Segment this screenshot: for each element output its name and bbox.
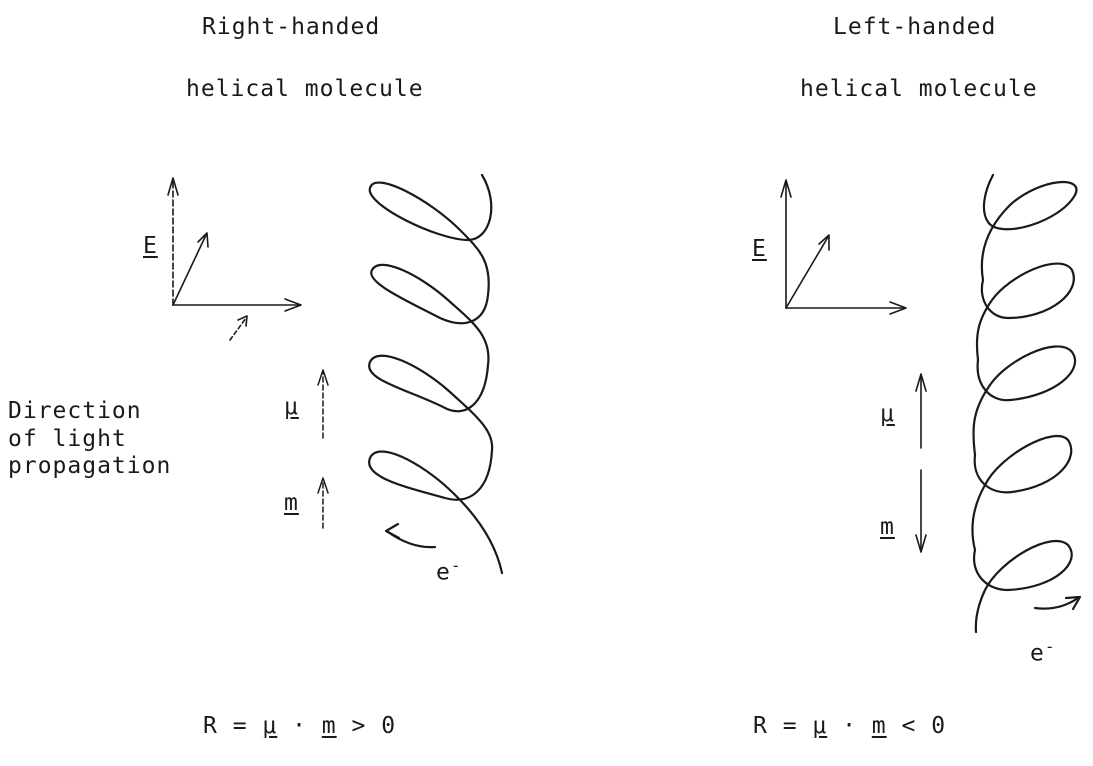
- left-formula-mu: μ: [262, 713, 278, 739]
- left-e-field-label: E: [143, 233, 158, 259]
- right-e-vertical-arrowhead: [780, 179, 792, 198]
- left-handed-helix-turn-3: [972, 345, 1077, 457]
- left-axes: [167, 177, 302, 341]
- left-m-arrowhead: [317, 477, 329, 494]
- left-formula-prefix: R =: [203, 713, 263, 739]
- right-handed-helix-turn-2: [370, 263, 490, 367]
- right-formula-dot: ·: [827, 713, 872, 739]
- left-e-vertical-arrowhead: [167, 177, 179, 196]
- right-moment-arrows: [915, 373, 927, 553]
- left-mu-label: μ: [284, 394, 299, 420]
- right-axes: [780, 179, 907, 315]
- left-propagation-arrow: [229, 317, 247, 341]
- left-electron-charge: -: [450, 556, 462, 575]
- left-title-line1: Right-handed: [202, 14, 381, 40]
- left-formula-m: m: [321, 713, 337, 739]
- left-electron-symbol: e: [436, 559, 451, 586]
- left-formula: R = μ · m > 0: [203, 713, 396, 739]
- direction-label-line3: propagation: [8, 453, 172, 479]
- direction-label-line2: of light: [8, 426, 127, 452]
- right-formula-prefix: R =: [753, 713, 813, 739]
- right-diagonal-arrowhead: [818, 234, 830, 251]
- right-electron-charge: -: [1044, 637, 1056, 656]
- right-e-field-label: E: [752, 236, 767, 262]
- left-handed-helix-turn-4: [971, 434, 1073, 552]
- right-handed-helix-turn-3: [368, 354, 494, 452]
- right-electron-arrow: [1033, 596, 1080, 610]
- left-electron-arrow: [386, 530, 437, 549]
- right-m-arrowhead: [915, 534, 927, 553]
- right-electron-symbol: e: [1030, 640, 1045, 667]
- direction-label-line1: Direction: [8, 398, 142, 424]
- left-diagonal-arrowhead: [197, 232, 209, 248]
- right-electron-arrowhead: [1064, 595, 1082, 611]
- right-horizontal-arrowhead: [889, 301, 907, 315]
- right-title-line1: Left-handed: [833, 14, 997, 40]
- right-electron-label: e-: [1030, 637, 1056, 667]
- left-m-label: m: [284, 490, 299, 516]
- left-diagonal-arrow: [172, 234, 207, 306]
- right-m-label: m: [880, 514, 895, 540]
- left-handed-helix-turn-5: [972, 539, 1073, 634]
- right-formula-mu: μ: [812, 713, 828, 739]
- right-formula-m: m: [871, 713, 887, 739]
- left-title-line2: helical molecule: [186, 76, 424, 102]
- left-handed-helix-turn-2: [975, 262, 1075, 362]
- right-handed-helix-turn-4: [368, 448, 504, 575]
- right-diagonal-arrow: [785, 236, 829, 309]
- left-handed-helix-turn-1: [980, 173, 1078, 282]
- right-mu-arrowhead: [915, 373, 927, 392]
- left-mu-arrowhead: [317, 369, 329, 386]
- right-handed-helix-turn-1: [368, 173, 493, 297]
- left-propagation-arrowhead: [237, 315, 248, 327]
- left-electron-label: e-: [436, 556, 462, 586]
- left-moment-arrows: [317, 369, 329, 529]
- left-horizontal-arrowhead: [284, 298, 302, 312]
- left-formula-dot: ·: [277, 713, 322, 739]
- right-formula: R = μ · m < 0: [753, 713, 946, 739]
- left-electron-arrowhead: [384, 522, 401, 540]
- right-mu-label: μ: [880, 401, 895, 427]
- right-formula-relation: < 0: [886, 713, 947, 739]
- left-formula-relation: > 0: [336, 713, 397, 739]
- right-title-line2: helical molecule: [800, 76, 1038, 102]
- left-handed-helix: [971, 173, 1082, 634]
- right-handed-helix: [368, 173, 504, 575]
